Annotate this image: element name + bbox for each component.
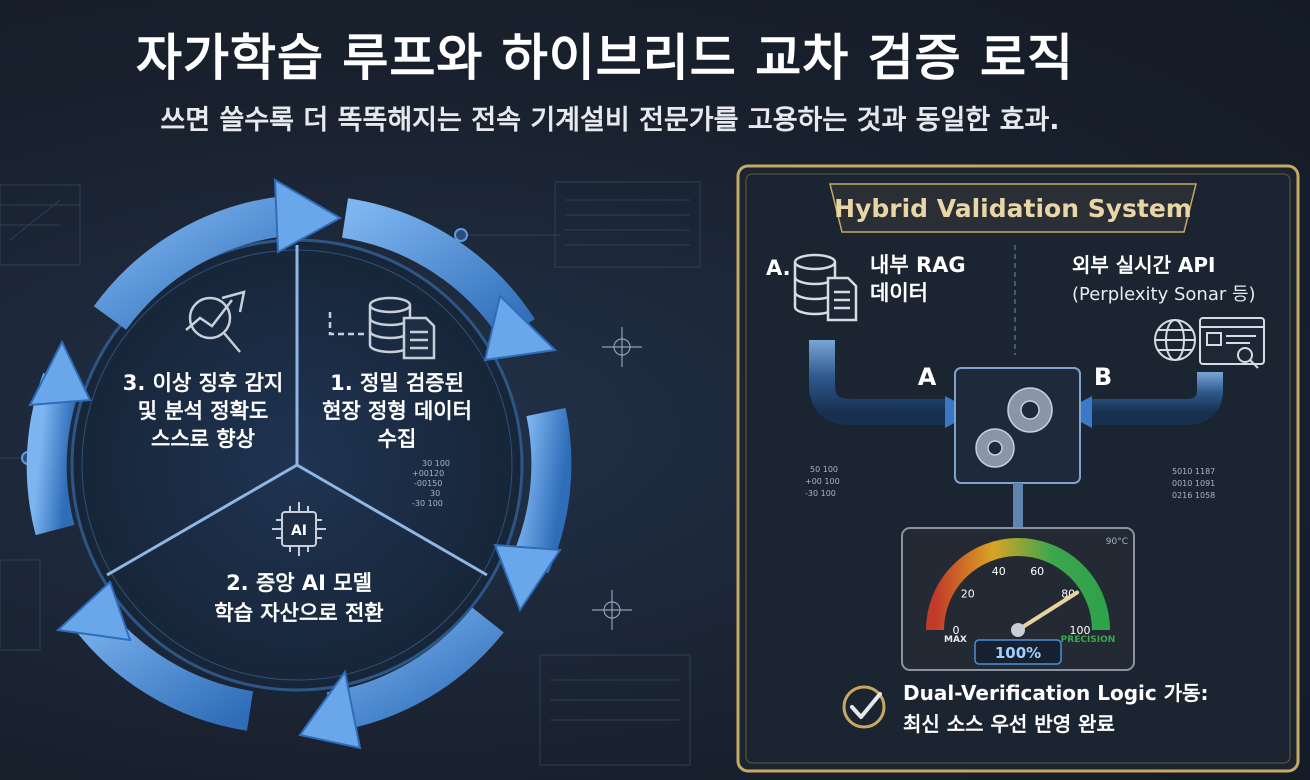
step3-label-line2: 및 분석 정확도: [138, 399, 269, 423]
source-b-readout: 5010 1187 0010 1091 0216 1058: [1172, 467, 1215, 500]
step1-readout: 30 100 +00120 -00150 30 -30 100: [412, 459, 450, 508]
step3-label-line1: 3. 이상 징후 감지: [123, 371, 283, 395]
loop-arrowheads: [28, 178, 562, 750]
svg-text:+00120: +00120: [412, 469, 444, 478]
svg-text:0010 1091: 0010 1091: [1172, 479, 1215, 488]
analysis-magnifier-icon: [185, 290, 246, 353]
pipe-a-label: A: [918, 363, 937, 391]
gauge-tick-label: 40: [992, 565, 1006, 578]
pipe-b-label: B: [1094, 363, 1112, 391]
gauge-tick-label: 0: [953, 624, 960, 637]
source-a-readout: 50 100 +00 100 -30 100: [805, 465, 840, 498]
gauge-value: 100%: [995, 644, 1041, 662]
svg-text:-30 100: -30 100: [412, 499, 443, 508]
gears-icon: [975, 387, 1053, 468]
step1-label-line1: 1. 정밀 검증된: [330, 371, 464, 395]
gauge-tick-label: 100: [1070, 624, 1091, 637]
source-a-line1: 내부 RAG: [870, 253, 966, 277]
status-line1: Dual-Verification Logic 가동:: [903, 681, 1209, 705]
gauge-hub: [1011, 623, 1025, 637]
database-document-icon: [328, 296, 436, 360]
gauge-precision-label: PRECISION: [1061, 635, 1116, 645]
svg-text:-30 100: -30 100: [805, 489, 836, 498]
page-title: 자가학습 루프와 하이브리드 교차 검증 로직: [135, 29, 1075, 87]
check-circle-icon: [842, 685, 886, 729]
source-a-letter: A.: [766, 256, 791, 280]
pipe-b: [1085, 372, 1223, 425]
step1-label-line3: 수집: [378, 427, 417, 451]
gauge-tick-label: 60: [1030, 565, 1044, 578]
source-b-line2: (Perplexity Sonar 등): [1072, 284, 1256, 305]
gauge-needle: [1016, 590, 1080, 632]
svg-text:-00150: -00150: [414, 479, 442, 488]
ai-chip-label: AI: [291, 523, 307, 539]
step1-label-line2: 현장 정형 데이터: [322, 399, 472, 423]
gauge-tick-label: 20: [961, 588, 975, 601]
step2-label-line1: 2. 증앙 AI 모델: [226, 571, 372, 595]
source-b-line1: 외부 실시간 API: [1072, 253, 1216, 277]
gauge-max-label: MAX: [944, 635, 967, 645]
svg-text:30 100: 30 100: [422, 459, 450, 468]
page-subtitle: 쓰면 쓸수록 더 똑똑해지는 전속 기계설비 전문가를 고용하는 것과 동일한 …: [160, 105, 1060, 136]
svg-text:5010 1187: 5010 1187: [1172, 467, 1215, 476]
pipe-a: [809, 340, 950, 425]
status-line2: 최신 소스 우선 반영 완료: [903, 712, 1115, 736]
svg-text:0216 1058: 0216 1058: [1172, 491, 1215, 500]
panel-title: Hybrid Validation System: [834, 194, 1192, 223]
gauge-arc: [926, 538, 1110, 631]
ai-chip-icon: [272, 502, 326, 556]
database-document-icon: [793, 253, 858, 322]
gauge-corner-label: 90°C: [1106, 537, 1128, 547]
loop-dividers: [106, 245, 488, 577]
svg-text:+00 100: +00 100: [805, 477, 840, 486]
panel-title-plate: [829, 183, 1197, 233]
step2-label-line2: 학습 자산으로 전환: [214, 601, 383, 625]
globe-browser-icon: [1154, 317, 1265, 369]
svg-text:50 100: 50 100: [810, 465, 838, 474]
crosshair-icon: [592, 327, 642, 630]
step3-label-line3: 스스로 향상: [151, 427, 255, 451]
source-a-line2: 데이터: [870, 281, 928, 305]
svg-text:30: 30: [430, 489, 440, 498]
